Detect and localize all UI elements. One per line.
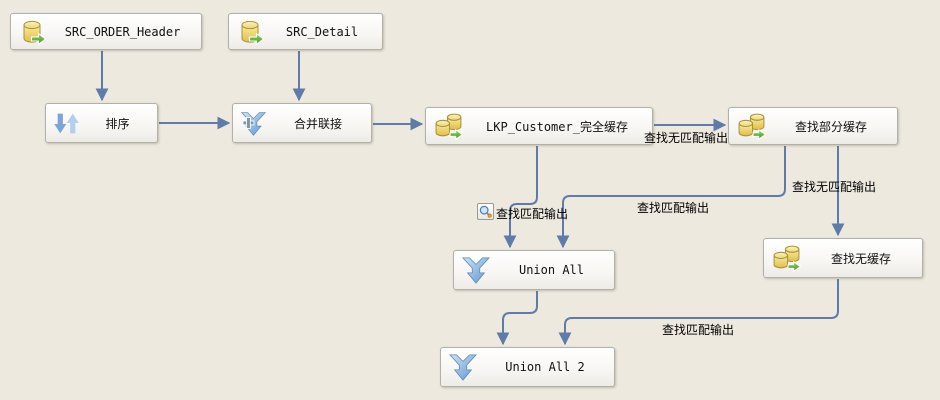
node-label: 查找部分缓存	[794, 119, 867, 134]
node-lkp-customer-full-cache[interactable]: LKP_Customer_完全缓存	[425, 107, 653, 145]
edge-no-cache-to-union-all-2	[558, 279, 839, 346]
node-union-all[interactable]: Union All	[453, 250, 615, 290]
node-label: SRC_Detail	[285, 24, 359, 39]
node-label: LKP_Customer_完全缓存	[486, 119, 628, 134]
edge-label-partial-no-match[interactable]: 查找无匹配输出	[792, 180, 877, 194]
merge-join-icon	[240, 110, 267, 137]
node-sort[interactable]: 排序	[45, 103, 158, 143]
node-label: Union All	[518, 263, 585, 277]
lookup-icon	[736, 112, 767, 141]
node-label: SRC_ORDER_Header	[64, 24, 181, 39]
node-union-all-2[interactable]: Union All 2	[440, 347, 615, 387]
union-all-icon	[461, 255, 491, 285]
node-label: 排序	[105, 116, 130, 131]
magnifier-icon	[478, 204, 493, 219]
node-label: 合并联接	[293, 116, 342, 131]
edge-label-lkp-match[interactable]: 查找匹配输出	[496, 207, 569, 221]
lookup-icon	[771, 244, 802, 273]
node-lookup-no-cache[interactable]: 查找无缓存	[763, 238, 923, 278]
node-src-order-header[interactable]: SRC_ORDER_Header	[10, 13, 202, 50]
ole-db-source-icon	[236, 18, 264, 46]
edge-partial-to-union-all	[556, 146, 786, 249]
node-lookup-partial-cache[interactable]: 查找部分缓存	[728, 107, 898, 145]
lookup-icon	[433, 112, 464, 141]
edge-label-lkp-no-match[interactable]: 查找无匹配输出	[644, 131, 729, 145]
node-label: 查找无缓存	[830, 251, 891, 266]
edge-lkp-to-union-all	[503, 146, 538, 249]
edge-label-partial-match[interactable]: 查找匹配输出	[637, 201, 710, 215]
ole-db-source-icon	[18, 18, 46, 46]
edge-label-no-cache-match[interactable]: 查找匹配输出	[662, 323, 735, 337]
sort-icon	[53, 111, 80, 136]
node-src-detail[interactable]: SRC_Detail	[228, 13, 383, 50]
node-label: Union All 2	[505, 360, 585, 374]
node-merge-join[interactable]: 合并联接	[232, 103, 372, 143]
union-all-icon	[448, 352, 478, 382]
data-viewer-chip[interactable]	[477, 203, 494, 220]
edge-union-all-to-union-all-2	[496, 291, 538, 346]
